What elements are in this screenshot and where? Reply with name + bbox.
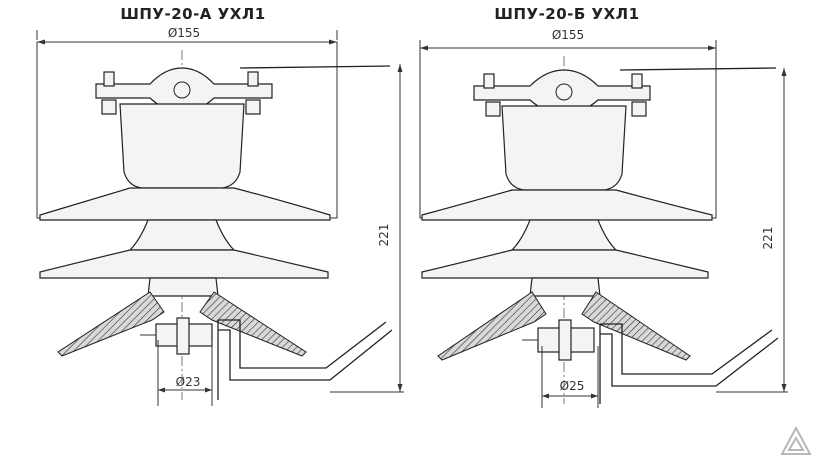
height-label-a: 221 (377, 224, 391, 247)
diameter-top-label-a: Ø155 (168, 26, 200, 40)
insulator-b: ШПУ-20-Б УХЛ1 Ø155 221 (419, 5, 788, 408)
hook-rod-inner-b (600, 323, 773, 375)
hatched-flange-left-a (57, 291, 165, 357)
lower-skirt-b (421, 249, 709, 279)
title-b: ШПУ-20-Б УХЛ1 (494, 5, 639, 23)
triangle-logo-icon (780, 425, 812, 455)
hook-rod-outer-b (600, 333, 779, 387)
height-label-b: 221 (761, 227, 775, 250)
leader-top-b (619, 67, 777, 71)
diameter-bottom-label-b: Ø25 (560, 379, 585, 393)
upper-skirt-b (421, 189, 713, 221)
diameter-bottom-label-a: Ø23 (176, 375, 201, 389)
insulator-neck-a (119, 103, 245, 189)
hook-rod-outer-a (218, 329, 393, 381)
insulator-a: ШПУ-20-А УХЛ1 Ø155 (36, 5, 404, 406)
hook-rod-inner-a (218, 319, 387, 369)
lower-skirt-a (39, 249, 329, 279)
title-a: ШПУ-20-А УХЛ1 (120, 5, 265, 23)
hatched-flange-right-b (581, 291, 691, 361)
hatched-flange-right-a (199, 291, 307, 357)
diameter-top-label-b: Ø155 (552, 28, 584, 42)
hatched-flange-left-b (437, 291, 547, 361)
insulator-neck-b (501, 105, 627, 191)
upper-skirt-a (39, 187, 331, 221)
leader-top-a (239, 65, 391, 69)
